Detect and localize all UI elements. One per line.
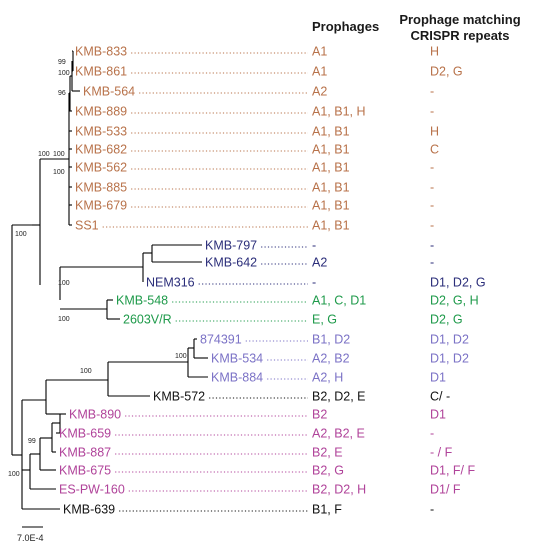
crispr-value: - <box>430 239 434 253</box>
crispr-value: - <box>430 161 434 175</box>
crispr-header-line2: CRISPR repeats <box>411 28 510 43</box>
crispr-value: - <box>430 503 434 517</box>
prophage-value: A1, B1 <box>312 219 350 233</box>
crispr-value: - / F <box>430 446 453 460</box>
taxon-name: KMB-548 <box>116 294 168 308</box>
prophages-header: Prophages <box>312 19 379 34</box>
bootstrap-value: 100 <box>58 70 70 77</box>
crispr-header-line1: Prophage matching <box>399 12 520 27</box>
prophage-value: A1, B1 <box>312 125 350 139</box>
taxon-name: NEM316 <box>146 276 195 290</box>
prophage-value: B2, D2, E <box>312 390 366 404</box>
crispr-value: D1, D2 <box>430 352 469 366</box>
taxon-name: 874391 <box>200 333 242 347</box>
prophage-value: A1 <box>312 65 327 79</box>
crispr-value: D1/ F <box>430 483 461 497</box>
prophage-value: B2, D2, H <box>312 483 366 497</box>
prophage-value: A1 <box>312 45 327 59</box>
bootstrap-value: 100 <box>80 368 92 375</box>
prophage-value: B1, D2 <box>312 333 350 347</box>
taxon-name: KMB-659 <box>59 427 111 441</box>
taxon-name: KMB-533 <box>75 125 127 139</box>
bootstrap-value: 100 <box>15 231 27 238</box>
bootstrap-value: 100 <box>175 353 187 360</box>
prophage-value: A2, B2 <box>312 352 350 366</box>
taxon-name: KMB-564 <box>83 85 135 99</box>
crispr-value: D1, F/ F <box>430 464 476 478</box>
taxon-name: KMB-572 <box>153 390 205 404</box>
bootstrap-value: 99 <box>28 438 36 445</box>
crispr-value: D2, G <box>430 313 463 327</box>
taxon-name: SS1 <box>75 219 99 233</box>
prophage-value: A1, B1 <box>312 181 350 195</box>
taxon-name: KMB-889 <box>75 105 127 119</box>
crispr-value: - <box>430 256 434 270</box>
crispr-value: H <box>430 125 439 139</box>
taxon-name: KMB-890 <box>69 408 121 422</box>
prophage-value: A1, C, D1 <box>312 294 366 308</box>
crispr-value: D2, G <box>430 65 463 79</box>
prophage-value: - <box>312 276 316 290</box>
crispr-value: D1 <box>430 371 446 385</box>
prophage-value: A2 <box>312 256 327 270</box>
taxon-name: ES-PW-160 <box>59 483 125 497</box>
prophage-value: - <box>312 239 316 253</box>
crispr-value: D1, D2, G <box>430 276 486 290</box>
crispr-value: - <box>430 199 434 213</box>
prophage-value: B1, F <box>312 503 342 517</box>
prophage-value: B2 <box>312 408 327 422</box>
prophage-value: A1, B1 <box>312 161 350 175</box>
taxon-name: KMB-679 <box>75 199 127 213</box>
prophage-value: A2, B2, E <box>312 427 365 441</box>
crispr-value: C/ - <box>430 390 450 404</box>
crispr-value: H <box>430 45 439 59</box>
taxon-name: KMB-861 <box>75 65 127 79</box>
taxon-name: KMB-642 <box>205 256 257 270</box>
taxon-name: KMB-884 <box>211 371 263 385</box>
bootstrap-value: 100 <box>58 316 70 323</box>
bootstrap-value: 99 <box>58 59 66 66</box>
crispr-value: - <box>430 181 434 195</box>
bootstrap-value: 100 <box>8 471 20 478</box>
crispr-value: C <box>430 143 439 157</box>
prophage-value: A1, B1 <box>312 143 350 157</box>
crispr-value: - <box>430 427 434 441</box>
taxon-name: KMB-887 <box>59 446 111 460</box>
taxon-name: 2603V/R <box>123 313 172 327</box>
crispr-value: D1 <box>430 408 446 422</box>
prophage-value: B2, G <box>312 464 344 478</box>
prophage-value: A1, B1 <box>312 199 350 213</box>
bootstrap-value: 100 <box>53 169 65 176</box>
taxon-name: KMB-885 <box>75 181 127 195</box>
prophage-value: A2 <box>312 85 327 99</box>
taxon-name: KMB-682 <box>75 143 127 157</box>
taxon-name: KMB-675 <box>59 464 111 478</box>
taxon-name: KMB-833 <box>75 45 127 59</box>
crispr-value: D1, D2 <box>430 333 469 347</box>
bootstrap-value: 100 <box>53 151 65 158</box>
prophage-value: E, G <box>312 313 337 327</box>
crispr-value: - <box>430 105 434 119</box>
bootstrap-value: 100 <box>58 280 70 287</box>
crispr-value: - <box>430 85 434 99</box>
prophage-value: A1, B1, H <box>312 105 366 119</box>
bootstrap-value: 100 <box>38 151 50 158</box>
leader-lines <box>102 52 308 512</box>
taxon-name: KMB-534 <box>211 352 263 366</box>
tree-branches <box>11 50 208 510</box>
taxon-name: KMB-797 <box>205 239 257 253</box>
bootstrap-value: 96 <box>58 90 66 97</box>
taxon-name: KMB-639 <box>63 503 115 517</box>
taxon-name: KMB-562 <box>75 161 127 175</box>
crispr-value: - <box>430 219 434 233</box>
scale-bar-label: 7.0E-4 <box>17 533 44 543</box>
prophage-value: A2, H <box>312 371 343 385</box>
crispr-value: D2, G, H <box>430 294 479 308</box>
prophage-value: B2, E <box>312 446 343 460</box>
